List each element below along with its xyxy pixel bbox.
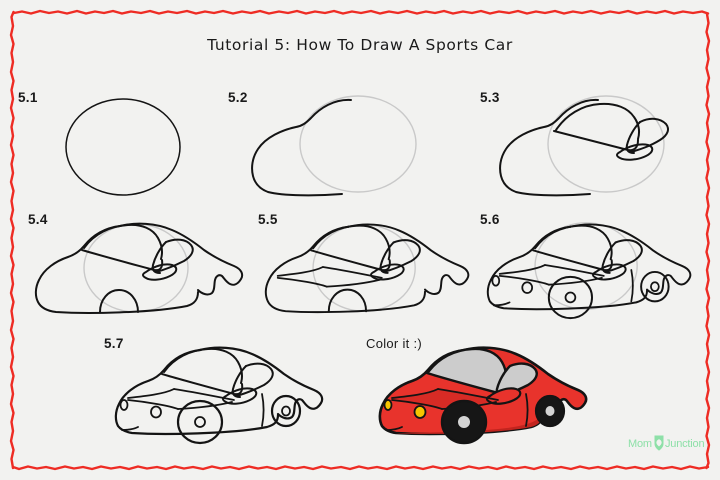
step-5-2-label: 5.2 <box>228 90 248 105</box>
step-5-1: 5.1 <box>18 88 228 203</box>
step-5-2-drawing <box>251 95 417 197</box>
logo-text-right: Junction <box>665 438 704 450</box>
step-5-4-drawing <box>34 222 244 314</box>
step-5-6: 5.6 <box>480 210 708 322</box>
step-5-6-label: 5.6 <box>480 212 500 227</box>
step-color-it-label: Color it :) <box>366 336 423 351</box>
shield-leaf-icon <box>654 435 664 451</box>
logo-text-left: Mom <box>628 438 652 450</box>
step-5-7-drawing <box>114 346 324 445</box>
page-title: Tutorial 5: How To Draw A Sports Car <box>207 36 513 54</box>
step-5-3-label: 5.3 <box>480 90 500 105</box>
step-5-3-drawing <box>499 95 669 197</box>
step-5-5-label: 5.5 <box>258 212 278 227</box>
momjunction-logo: Mom Junction <box>628 435 705 451</box>
step-5-7: 5.7 <box>104 334 336 446</box>
step-5-1-label: 5.1 <box>18 90 38 105</box>
step-5-2: 5.2 <box>228 88 458 206</box>
step-5-5: 5.5 <box>258 210 486 322</box>
step-5-4-label: 5.4 <box>28 212 48 227</box>
step-5-7-label: 5.7 <box>104 336 124 351</box>
step-color-it: Color it :) <box>366 334 606 446</box>
step-5-1-drawing <box>65 98 181 196</box>
step-5-3: 5.3 <box>480 88 705 206</box>
step-5-4: 5.4 <box>28 210 260 322</box>
step-color-it-drawing <box>378 346 588 445</box>
step-5-6-drawing <box>486 222 692 320</box>
step-5-5-drawing <box>264 223 470 314</box>
